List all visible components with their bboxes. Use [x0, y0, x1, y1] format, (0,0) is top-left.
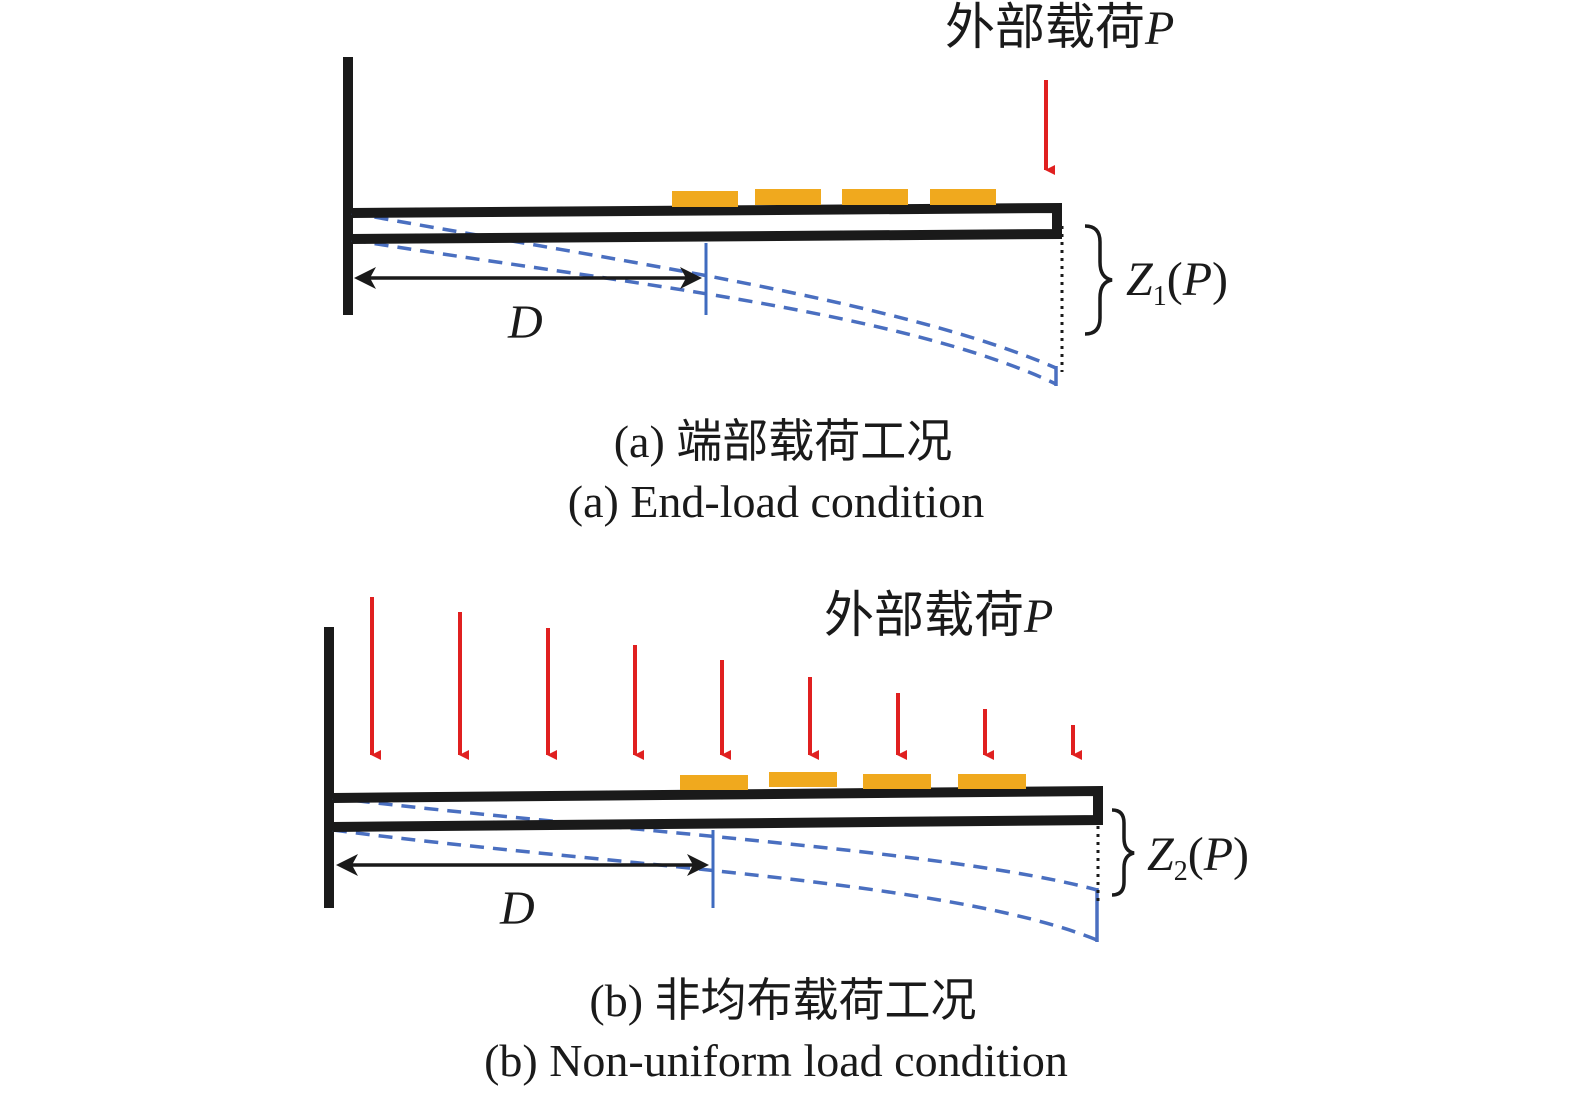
beam-b	[332, 785, 1103, 832]
dim-arrow-left-a	[354, 267, 376, 289]
deflection-bottom-a	[351, 238, 1057, 386]
caption-en-b: (b) Non-uniform load condition	[484, 1035, 1068, 1086]
deflection-brace-b	[1111, 808, 1135, 897]
panel-a: 外部载荷P D Z1(P) (a) 端部载荷工况 (a) End-load co…	[343, 0, 1228, 527]
sensor-pad-a4	[930, 189, 996, 205]
dim-arrow-right-a	[680, 267, 702, 289]
deflection-bottom-b	[332, 828, 1098, 942]
beam-a	[351, 202, 1062, 244]
deflection-top-b	[332, 796, 1098, 892]
sensor-pad-a2	[755, 189, 821, 205]
caption-cn-b: (b) 非均布载荷工况	[589, 975, 976, 1026]
load-label-b: 外部载荷P	[824, 587, 1053, 643]
sensor-pad-a1	[672, 191, 738, 207]
dim-arrow-left-b	[336, 854, 358, 876]
load-label-a: 外部载荷P	[945, 0, 1174, 55]
distance-label-b: D	[499, 882, 535, 935]
caption-en-a: (a) End-load condition	[568, 476, 984, 527]
deflection-label-a: Z1(P)	[1126, 253, 1228, 312]
panel-b: 外部载荷P D Z2(P) (b) 非均布载荷工况 (b) Non-unifor…	[324, 587, 1249, 1086]
caption-cn-a: (a) 端部载荷工况	[614, 416, 953, 467]
sensor-pad-b2	[769, 772, 837, 787]
distance-label-a: D	[507, 296, 543, 349]
deflection-brace-a	[1084, 224, 1113, 336]
sensor-pad-a3	[842, 189, 908, 205]
sensor-pad-b1	[680, 775, 748, 790]
sensor-pad-b4	[958, 774, 1026, 789]
dim-arrow-right-b	[687, 854, 709, 876]
deflection-label-b: Z2(P)	[1147, 828, 1249, 887]
deflection-top-a	[351, 211, 1057, 370]
sensor-pad-b3	[863, 774, 931, 789]
